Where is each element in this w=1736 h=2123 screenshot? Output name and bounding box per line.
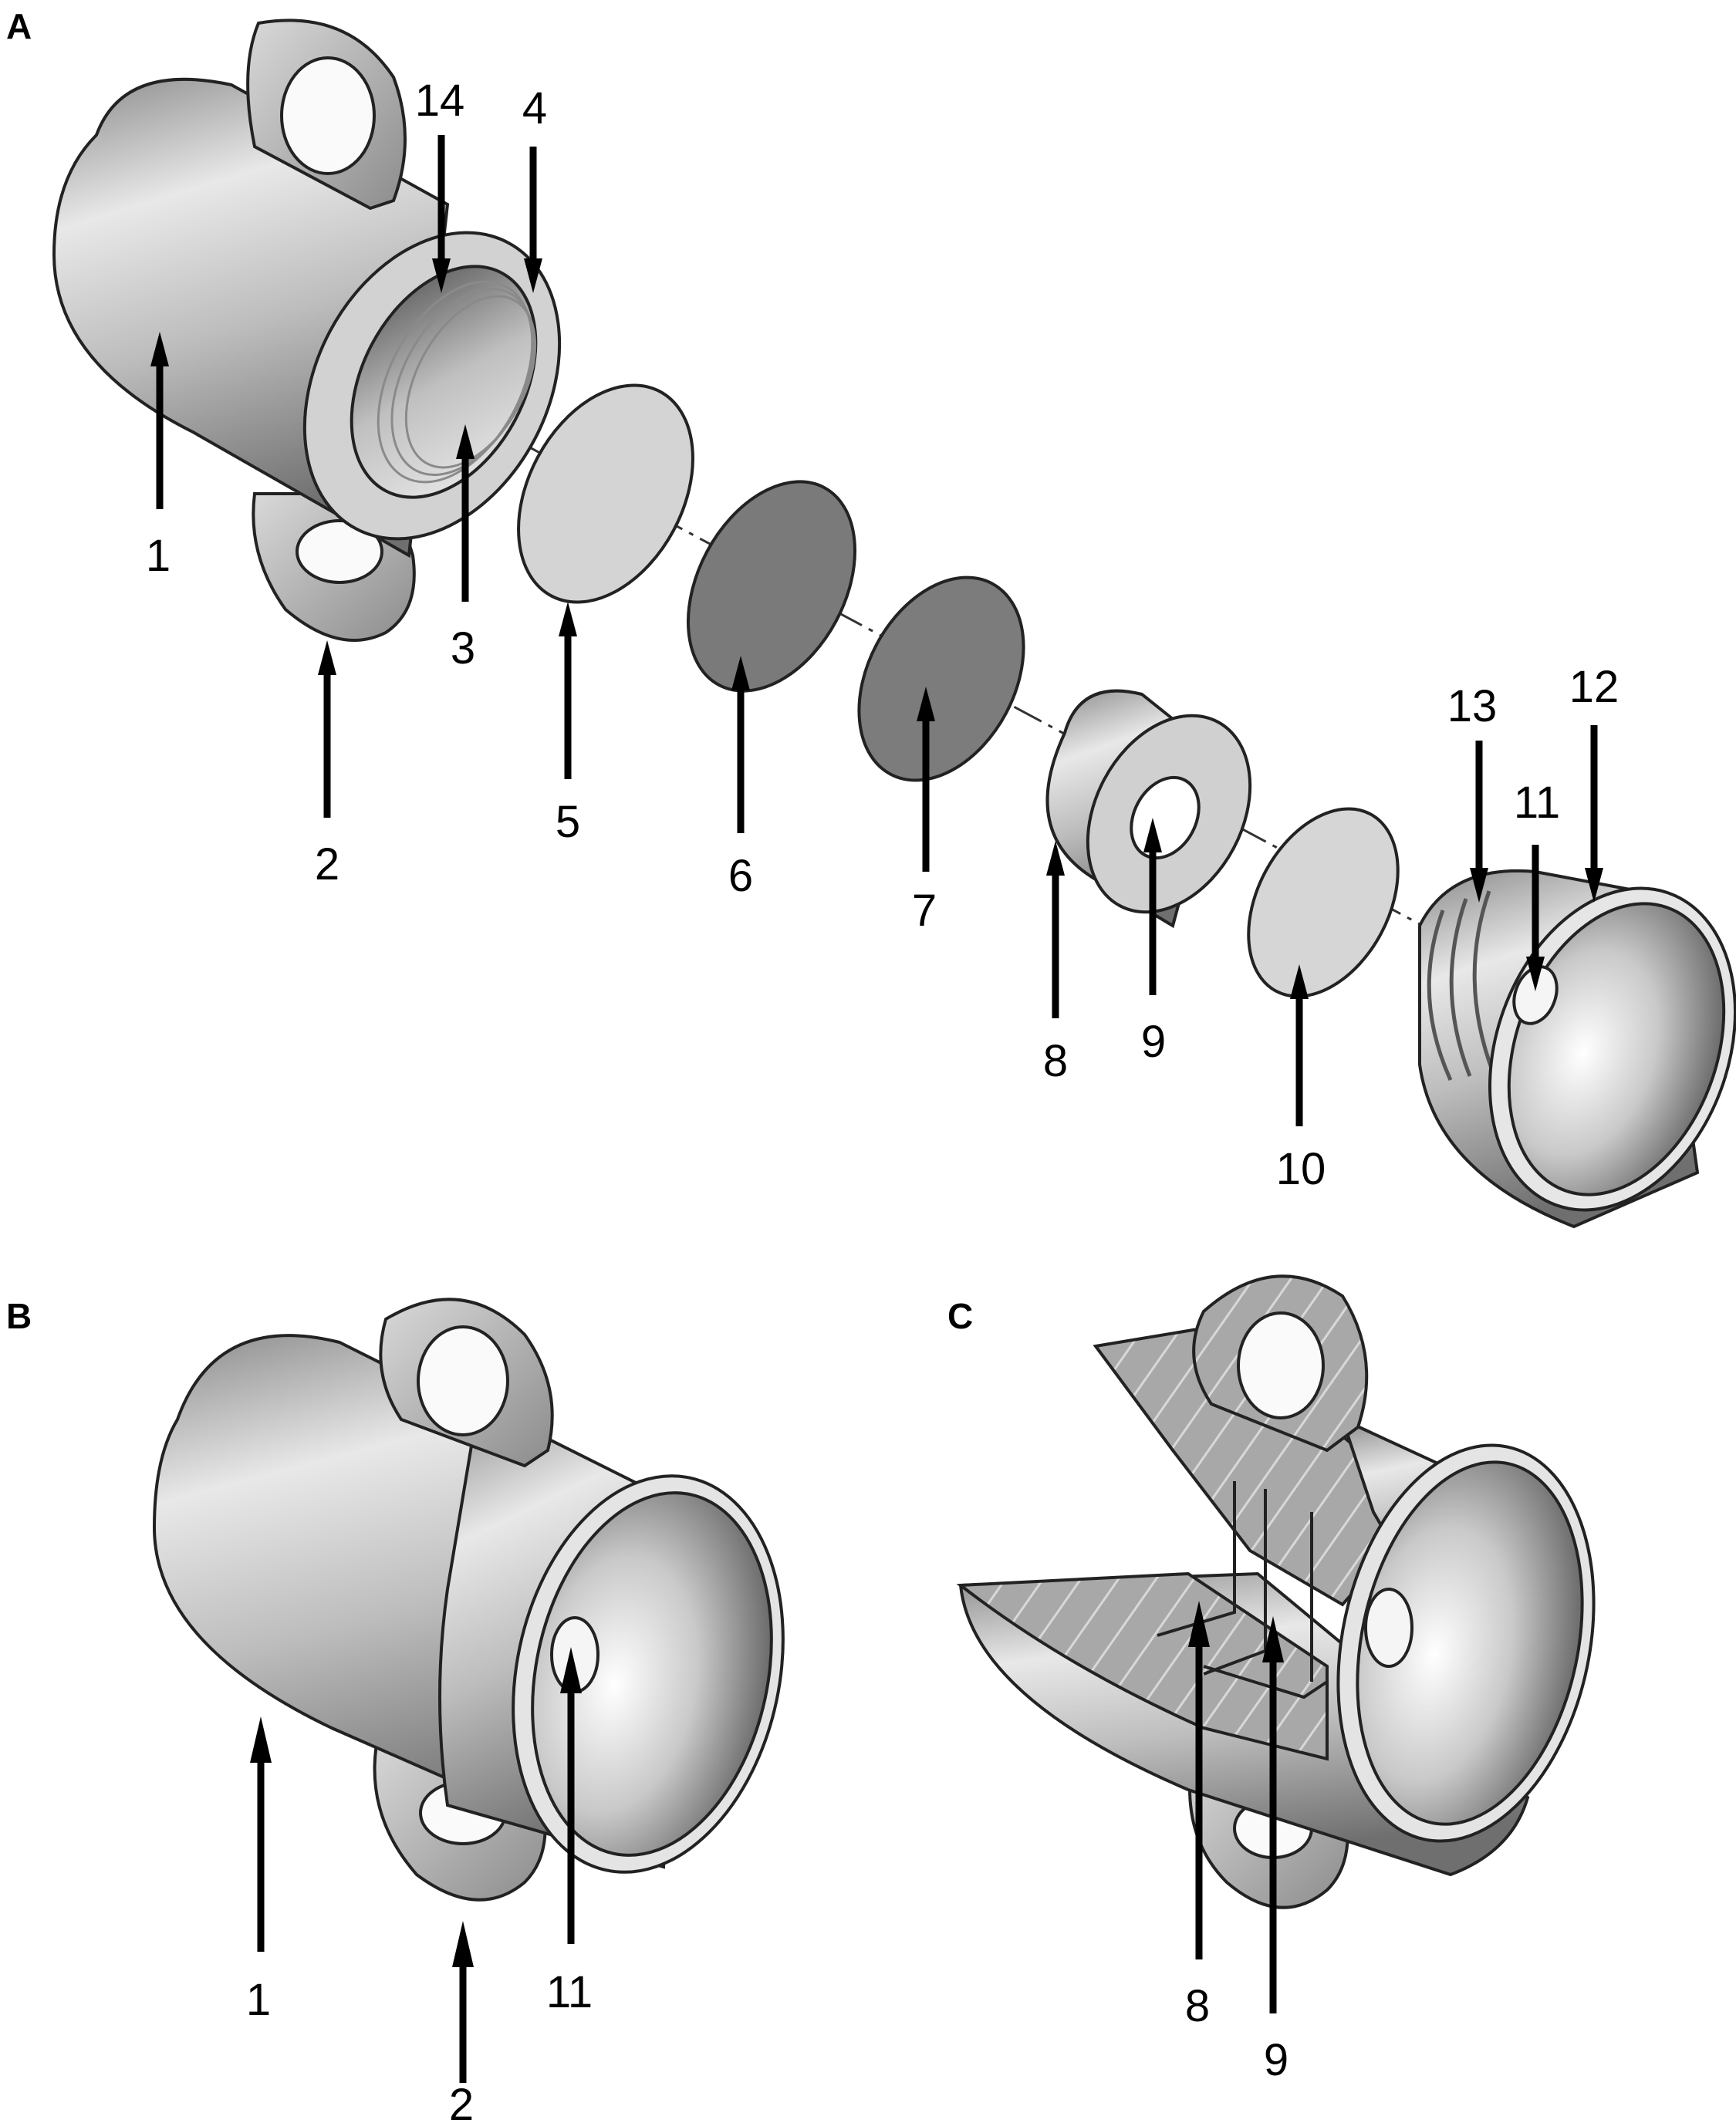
- part-6-disk: [686, 480, 857, 693]
- panel-b-assembled-view: 1 2 11: [152, 1298, 785, 2123]
- label-5: 5: [556, 797, 580, 847]
- upper-lug: [246, 19, 407, 211]
- panel-b-label: B: [6, 1296, 32, 1336]
- part-8-spacer-ring: [1045, 689, 1252, 929]
- callout-arrows-c: [1188, 1601, 1284, 2013]
- label-9: 9: [1141, 1017, 1166, 1067]
- part-13-external-thread: [1427, 890, 1495, 1082]
- upper-lug-hole: [1237, 1311, 1325, 1419]
- upper-lug-hole: [417, 1325, 509, 1436]
- label-2: 2: [449, 2080, 474, 2123]
- part-12-cone-cap: [1418, 869, 1736, 1229]
- cone-inner-surface: [1356, 1460, 1584, 1826]
- label-3: 3: [451, 623, 475, 673]
- section-face-lower: [956, 1571, 1329, 1761]
- label-14: 14: [415, 76, 465, 126]
- callout-arrows-a: [150, 135, 1603, 1126]
- part-11-outlet-hole: [1512, 965, 1559, 1025]
- label-8: 8: [1043, 1036, 1068, 1086]
- label-9: 9: [1264, 2035, 1288, 2085]
- cone-inner-surface: [531, 1491, 773, 1857]
- part-5-disk: [517, 383, 694, 604]
- label-6: 6: [728, 851, 753, 901]
- label-8: 8: [1185, 1981, 1210, 2031]
- label-13: 13: [1447, 681, 1498, 731]
- label-1: 1: [146, 531, 171, 581]
- panel-a-exploded-view: 1 2 3 4 5 6 7 8 9 10 11 12 13 14: [52, 19, 1736, 1229]
- label-11: 11: [546, 1967, 593, 2017]
- panel-c-label: C: [947, 1296, 973, 1336]
- label-1: 1: [246, 1975, 271, 2025]
- callout-arrows-b: [250, 1647, 582, 2083]
- part-4-front-face: [302, 231, 562, 541]
- part-10-disk: [1247, 807, 1400, 998]
- panel-a-label: A: [6, 6, 32, 46]
- label-7: 7: [912, 886, 937, 936]
- label-11: 11: [1514, 778, 1560, 828]
- label-12: 12: [1569, 662, 1619, 712]
- panel-c-cutaway-view: 8 9: [956, 1274, 1596, 2085]
- label-4: 4: [522, 83, 547, 133]
- part-7-disk: [857, 575, 1025, 782]
- part-3-internal-thread: [377, 280, 537, 484]
- outlet-hole: [1364, 1588, 1413, 1668]
- label-2: 2: [315, 839, 339, 889]
- label-10: 10: [1276, 1144, 1326, 1194]
